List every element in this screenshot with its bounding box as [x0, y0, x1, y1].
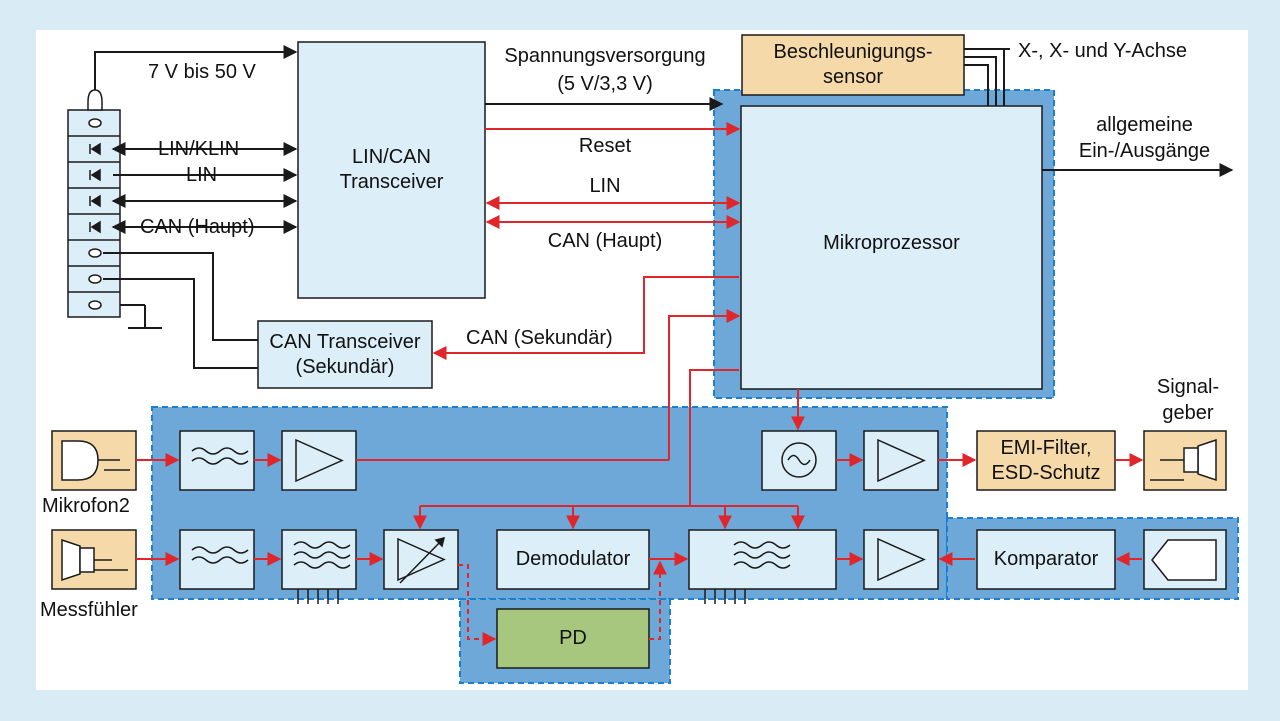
sensor-input-icon — [1151, 539, 1217, 581]
transceiver-text: LIN/CAN Transceiver — [298, 42, 485, 298]
connector-strip — [67, 89, 121, 318]
variable-gain-amplifier-block — [383, 529, 459, 590]
lin-bus-label: LIN — [589, 175, 621, 197]
output-filter-block — [688, 529, 837, 590]
lin-pin-label: LIN — [186, 164, 218, 186]
emi-filter-block — [976, 430, 1116, 491]
lin-can-transceiver-block — [297, 41, 486, 299]
filter-block-bottom — [179, 529, 255, 590]
emi-filter-title-line2: ESD-Schutz — [991, 461, 1101, 484]
can-secondary-text: CAN Transceiver (Sekundär) — [258, 321, 432, 388]
comparator-block — [976, 529, 1116, 590]
accelerometer-text: Beschleunigungs- sensor — [742, 35, 964, 95]
filter-icon — [733, 541, 791, 549]
axes-label: X-, X- und Y-Achse — [1018, 40, 1187, 62]
accelerometer-block — [741, 34, 965, 96]
demodulator-title: Demodulator — [515, 548, 631, 570]
output-amplifier-block — [863, 529, 939, 590]
microphone-label: Mikrofon2 — [42, 495, 130, 517]
speaker-icon — [1197, 438, 1217, 482]
oscillator-icon — [781, 442, 817, 478]
pd-title: PD — [559, 627, 587, 649]
filter-block-top — [179, 430, 255, 491]
microprocessor-title: Mikroprozessor — [823, 232, 960, 254]
can-secondary-bus-label: CAN (Sekundär) — [466, 327, 613, 349]
ground-icon — [120, 304, 162, 329]
can-secondary-title-line2: (Sekundär) — [295, 355, 395, 378]
can-secondary-transceiver-block — [257, 320, 433, 389]
accelerometer-title-line1: Beschleunigungs- — [773, 41, 933, 63]
block-symbols — [61, 438, 1217, 584]
pd-loop-wires — [458, 560, 667, 646]
multi-filter-block — [281, 529, 357, 590]
transceiver-title-line1: LIN/CAN — [352, 146, 431, 168]
probe-label: Messfühler — [40, 599, 138, 621]
speaker-label-line1: Signal- — [1156, 376, 1220, 398]
amplifier-icon — [295, 438, 344, 483]
can-main-bus-label: CAN (Haupt) — [547, 230, 663, 252]
accelerometer-title-line2: sensor — [822, 66, 884, 88]
reset-label: Reset — [578, 135, 632, 157]
amplifier-icon — [877, 438, 926, 483]
driver-amplifier-block — [863, 430, 939, 491]
black-wires — [94, 45, 1234, 369]
lin-klin-pin-label: LIN/KLIN — [158, 138, 240, 160]
gpio-label-line2: Ein-/Ausgänge — [1078, 140, 1211, 162]
emi-filter-title-line1: EMI-Filter, — [1000, 436, 1092, 459]
amplifier-icon — [877, 537, 926, 582]
power-supply-label-line1: Spannungsversorgung — [504, 45, 706, 67]
amplifier-icon — [397, 537, 446, 582]
power-supply-label-line2: (5 V/3,3 V) — [557, 73, 653, 95]
filter-icon — [191, 546, 249, 554]
can-main-pin-label: CAN (Haupt) — [140, 216, 255, 238]
probe-speaker-icon — [61, 538, 81, 582]
emi-filter-text: EMI-Filter, ESD-Schutz — [977, 431, 1115, 490]
can-secondary-title-line1: CAN Transceiver — [269, 330, 421, 353]
microprocessor-block — [740, 105, 1043, 390]
bus-pins — [297, 589, 746, 604]
connector-pin-icons — [89, 142, 101, 234]
transceiver-title-line2: Transceiver — [339, 171, 444, 193]
red-signal-wires — [136, 122, 1144, 566]
microphone-icon — [61, 440, 99, 481]
amplifier-block-top — [281, 430, 357, 491]
supply-voltage-label: 7 V bis 50 V — [148, 61, 256, 83]
speaker-label-line2: geber — [1162, 402, 1214, 424]
comparator-title: Komparator — [993, 548, 1099, 570]
pd-block — [496, 608, 650, 669]
gpio-label-line1: allgemeine — [1096, 114, 1193, 136]
filter-icon — [191, 447, 249, 455]
filter-icon — [293, 541, 351, 549]
